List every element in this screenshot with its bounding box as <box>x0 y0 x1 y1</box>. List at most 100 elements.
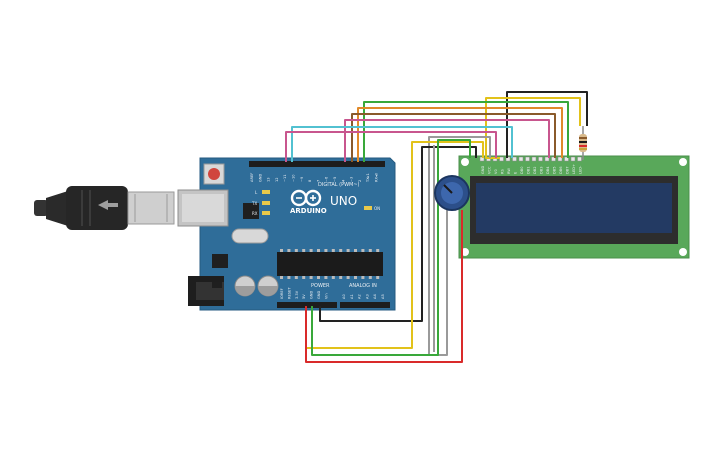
lcd-pin[interactable] <box>538 156 543 162</box>
digital-pin-label: ~3 <box>350 177 354 182</box>
lcd-pin-header[interactable] <box>479 156 582 162</box>
lcd-pin-label: DB4 <box>546 166 550 174</box>
lcd-pin-label: DB0 <box>520 166 524 174</box>
digital-pin-label: 4 <box>341 179 345 182</box>
lcd-pin[interactable] <box>525 156 530 162</box>
atmega328-chip <box>277 252 383 276</box>
lcd-pin-label: DB6 <box>559 166 563 174</box>
digital-pin-label: 13 <box>267 177 271 182</box>
lcd-pin[interactable] <box>577 156 582 162</box>
power-pin-label: GND <box>317 291 321 299</box>
wire-gray-contrast[interactable] <box>428 136 491 356</box>
arduino-model-text: UNO <box>330 194 357 208</box>
analog-pin-label: A5 <box>381 294 385 299</box>
led-tx <box>262 201 270 205</box>
wire-red-power[interactable] <box>305 210 463 363</box>
digital-pin-label: ~11 <box>283 174 287 182</box>
digital-pin-label: ~6 <box>325 176 329 182</box>
arduino-uno-board[interactable]: L TX RX ON ARDUINO UNO DIGITAL (PWM~) PO… <box>177 157 396 311</box>
analog-header-label: ANALOG IN <box>349 283 377 289</box>
digital-header-label: DIGITAL (PWM~) <box>318 182 360 188</box>
digital-pin-label: TX▸1 <box>366 173 370 183</box>
lcd-pin[interactable] <box>551 156 556 162</box>
lcd-mount-hole <box>461 158 469 166</box>
lcd-pin-label: DB5 <box>553 166 557 174</box>
power-header-label: POWER <box>311 283 330 289</box>
lcd-pin[interactable] <box>499 156 504 162</box>
lcd-pin-label: LED- <box>579 165 583 174</box>
lcd-pin-label: GND <box>481 166 485 174</box>
wire-brown-d6[interactable] <box>351 113 556 162</box>
power-pin-label: RESET <box>287 287 291 299</box>
power-pin-label: 3.3V <box>295 290 299 299</box>
led-rx <box>262 211 270 215</box>
wire-green-pot[interactable] <box>311 139 471 356</box>
power-header[interactable] <box>277 302 337 308</box>
lcd-pin[interactable] <box>570 156 576 162</box>
digital-pin-label: ~5 <box>333 177 337 182</box>
digital-pin-label: 8 <box>308 179 312 182</box>
led-tx-label: TX <box>251 201 257 206</box>
lcd-pin[interactable] <box>557 156 563 162</box>
led-l <box>262 190 270 194</box>
digital-pin-label: 7 <box>316 180 320 182</box>
wire-cyan-d12[interactable] <box>291 126 513 162</box>
power-pin-label: GND <box>310 291 314 299</box>
wire-black-resistor[interactable] <box>506 91 588 158</box>
usb-icon <box>98 200 118 210</box>
usb-controller-chip <box>243 203 259 219</box>
usb-strain-relief <box>46 191 68 226</box>
lcd-pin[interactable] <box>512 156 517 162</box>
voltage-regulator <box>212 254 228 268</box>
lcd-pin-label: DB7 <box>566 166 570 174</box>
lcd-pin[interactable] <box>544 156 550 162</box>
usb-cable[interactable] <box>34 186 175 230</box>
arduino-brand-text: ARDUINO <box>290 207 327 215</box>
digital-pin-label: 12 <box>275 177 279 182</box>
lcd-pin-label: E <box>514 171 518 174</box>
lcd-pin-label: V0 <box>494 169 498 174</box>
digital-pin-label: AREF <box>250 173 254 182</box>
analog-pin-label: A1 <box>350 294 354 299</box>
led-l-label: L <box>255 190 258 195</box>
lcd-pin-label: DB2 <box>533 166 537 174</box>
analog-header[interactable] <box>340 302 390 308</box>
analog-pin-label: A3 <box>365 294 369 299</box>
wire-orange-d5[interactable] <box>357 107 563 162</box>
digital-header[interactable] <box>249 161 385 167</box>
arduino-infinity-logo <box>290 189 322 207</box>
potentiometer[interactable] <box>434 175 470 211</box>
lcd-mount-hole <box>679 248 687 256</box>
power-pin-label: 5V <box>302 294 306 299</box>
lcd-pin[interactable] <box>564 156 569 162</box>
wires[interactable] <box>285 91 588 363</box>
lcd-mount-hole <box>679 158 687 166</box>
usb-cable-end <box>34 200 48 216</box>
lcd-pin-label: RS <box>501 169 505 174</box>
analog-pin-label: A2 <box>358 294 362 299</box>
wire-pink-d11[interactable] <box>285 131 497 162</box>
lcd-pin-label: DB1 <box>527 166 531 174</box>
usb-plug-body <box>66 186 128 230</box>
analog-pin-label: A4 <box>373 294 377 299</box>
wire-pink-d7[interactable] <box>344 119 550 162</box>
analog-pin-label: A0 <box>342 294 346 299</box>
lcd-pin[interactable] <box>518 156 524 162</box>
digital-pin-label: ~10 <box>292 174 296 182</box>
lcd-pin-label: RW <box>507 168 511 174</box>
lcd-pin-label: VCC <box>488 166 492 174</box>
power-pin-label: Vin <box>324 293 328 299</box>
lcd-pin-label: LED+ <box>572 164 576 174</box>
wire-black-gnd[interactable] <box>319 146 477 322</box>
reset-button-cap[interactable] <box>208 168 220 180</box>
digital-pin-label: 2 <box>358 180 362 182</box>
resistor[interactable] <box>579 126 587 160</box>
lcd-pin[interactable] <box>531 156 537 162</box>
